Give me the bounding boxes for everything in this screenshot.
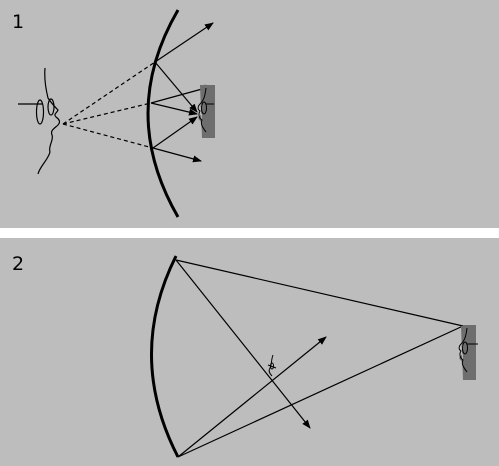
concave-mirror [146,9,180,218]
observer-face [18,67,61,175]
sight-lines [62,61,156,149]
panel-1: 1 [0,0,499,228]
small-image [267,354,277,377]
panel-number-1: 1 [12,11,25,33]
panel-number-2: 2 [12,253,25,275]
panel-2-diagram [150,255,478,458]
panel-1-diagram [18,9,215,218]
incident-rays [175,259,464,458]
observer-face [458,325,478,380]
reflected-rays [175,259,327,458]
concave-mirror [150,255,180,458]
reflected-rays [150,22,214,163]
mirror-image [197,85,215,138]
panel-2: 2 [0,238,499,466]
